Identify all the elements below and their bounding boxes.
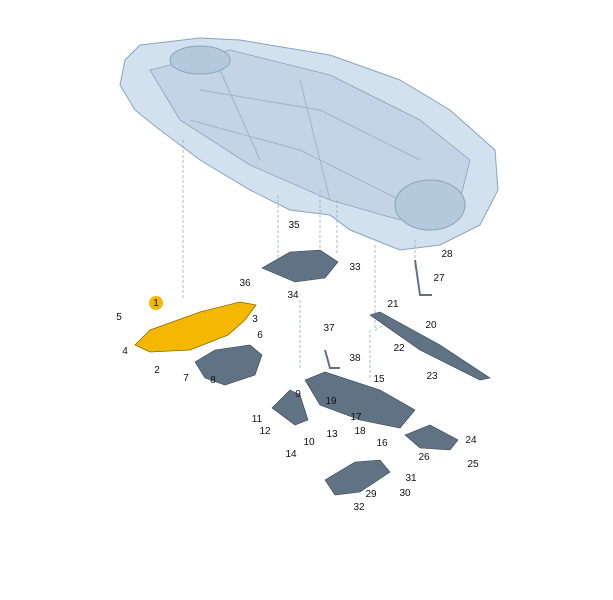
part-label-1[interactable]: 1 [153, 298, 159, 309]
part-label-14[interactable]: 14 [285, 449, 297, 460]
part-label-15[interactable]: 15 [373, 374, 385, 385]
part-label-37[interactable]: 37 [323, 323, 335, 334]
leader-lines [182, 140, 416, 380]
part-label-36[interactable]: 36 [239, 278, 251, 289]
part-label-25[interactable]: 25 [467, 459, 479, 470]
part-label-13[interactable]: 13 [326, 429, 338, 440]
part-label-10[interactable]: 10 [303, 437, 315, 448]
part-label-27[interactable]: 27 [433, 273, 445, 284]
part-label-24[interactable]: 24 [465, 435, 477, 446]
highlight-marker [149, 296, 163, 310]
part-6 [194, 344, 263, 386]
part-label-4[interactable]: 4 [122, 346, 128, 357]
part-label-33[interactable]: 33 [349, 262, 361, 273]
part-label-12[interactable]: 12 [259, 426, 271, 437]
vehicle-body [119, 37, 499, 251]
part-15 [304, 371, 416, 429]
part-9 [271, 389, 309, 426]
part-label-5[interactable]: 5 [116, 312, 122, 323]
part-label-20[interactable]: 20 [425, 320, 437, 331]
part-label-35[interactable]: 35 [288, 220, 300, 231]
part-label-26[interactable]: 26 [418, 452, 430, 463]
part-label-17[interactable]: 17 [350, 412, 362, 423]
part-1-underbody-guard[interactable] [134, 301, 257, 353]
part-label-38[interactable]: 38 [349, 353, 361, 364]
part-label-16[interactable]: 16 [376, 438, 388, 449]
part-label-34[interactable]: 34 [287, 290, 299, 301]
part-33 [261, 249, 339, 283]
part-label-31[interactable]: 31 [405, 473, 417, 484]
part-label-22[interactable]: 22 [393, 343, 405, 354]
part-label-3[interactable]: 3 [252, 314, 258, 325]
part-label-19[interactable]: 19 [325, 396, 337, 407]
part-21 [369, 311, 491, 381]
part-label-32[interactable]: 32 [353, 502, 365, 513]
part-label-8[interactable]: 8 [210, 375, 216, 386]
part-label-30[interactable]: 30 [399, 488, 411, 499]
part-label-23[interactable]: 23 [426, 371, 438, 382]
part-label-11[interactable]: 11 [252, 414, 263, 425]
part-label-28[interactable]: 28 [441, 249, 453, 260]
part-label-21[interactable]: 21 [387, 299, 399, 310]
part-37 [324, 349, 340, 369]
part-label-9[interactable]: 9 [295, 389, 301, 400]
part-27 [414, 259, 432, 296]
part-24 [404, 424, 459, 451]
part-label-18[interactable]: 18 [354, 426, 366, 437]
other-parts [194, 249, 491, 496]
part-29 [324, 459, 391, 496]
part-label-2[interactable]: 2 [154, 365, 160, 376]
part-label-7[interactable]: 7 [183, 373, 189, 384]
part-label-6[interactable]: 6 [257, 330, 263, 341]
part-label-29[interactable]: 29 [365, 489, 377, 500]
